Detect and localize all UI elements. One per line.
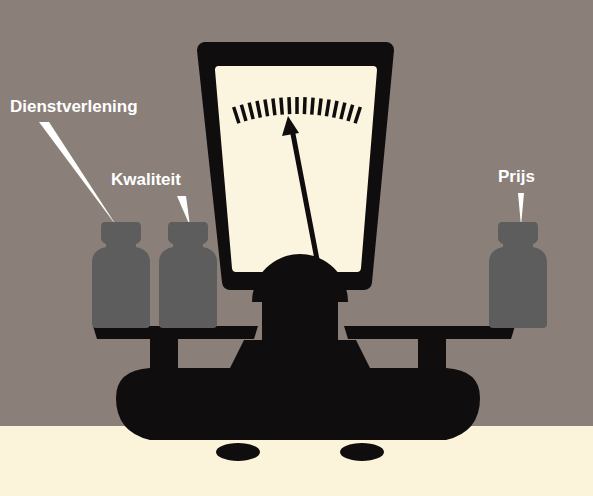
background xyxy=(0,0,593,426)
dial-tick xyxy=(326,100,329,117)
dial-tick xyxy=(241,105,246,121)
leader-line xyxy=(39,122,118,228)
dial-ticks xyxy=(234,97,361,123)
dial-tick xyxy=(273,98,275,115)
dial-tick xyxy=(341,103,345,120)
leader-line xyxy=(518,193,524,226)
dial-tick xyxy=(265,100,268,117)
weight-label: Kwaliteit xyxy=(111,170,181,190)
weight xyxy=(92,222,150,328)
leader-line xyxy=(177,196,190,226)
dial-tick xyxy=(295,97,299,114)
dial-tick xyxy=(312,98,313,115)
foot xyxy=(216,443,260,461)
weight-label: Prijs xyxy=(498,167,535,187)
dial-tick xyxy=(334,101,337,118)
dial-tick xyxy=(287,97,291,114)
pivot-dome xyxy=(252,254,348,302)
dial-tick xyxy=(257,101,260,118)
base-body xyxy=(116,368,480,440)
dial-tick xyxy=(355,107,360,123)
weight-label: Dienstverlening xyxy=(10,97,138,117)
dial-tick xyxy=(281,98,282,115)
dial-tick xyxy=(249,103,253,120)
scale-head xyxy=(205,50,386,282)
needle-head xyxy=(282,116,299,136)
dial-tick xyxy=(319,98,321,115)
dial-tick xyxy=(303,97,307,114)
weights xyxy=(92,222,547,328)
weight xyxy=(489,222,547,328)
dial-tick xyxy=(234,107,239,123)
base-top xyxy=(228,340,372,372)
dial-face xyxy=(219,70,373,268)
foot xyxy=(340,443,384,461)
dial-tick xyxy=(348,105,353,121)
needle xyxy=(293,134,319,270)
weight xyxy=(159,222,217,328)
